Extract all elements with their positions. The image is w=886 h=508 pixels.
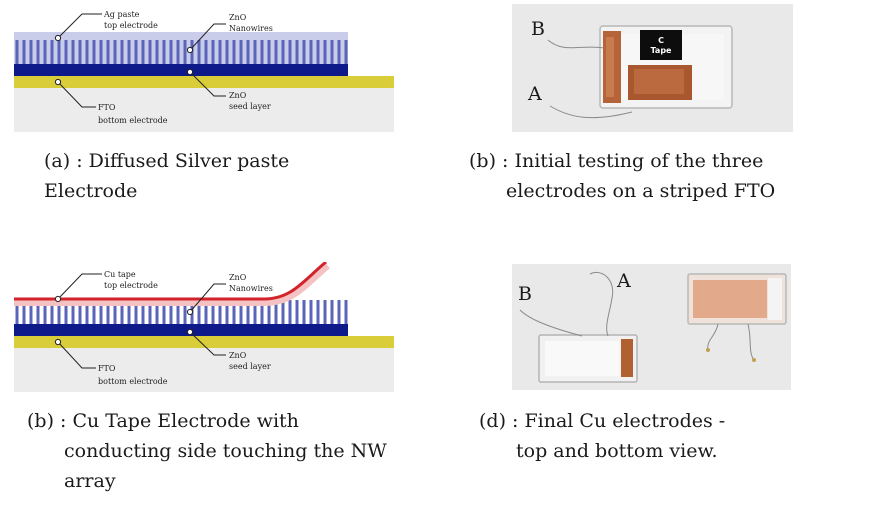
tape-c (640, 30, 682, 60)
label-nanowires: Nanowires (229, 284, 273, 293)
label-seed-zno: ZnO (229, 91, 247, 100)
caption-a: (a) : Diffused Silver paste Electrode (44, 146, 289, 206)
label-top-electrode: top electrode (104, 21, 158, 30)
fto-layer (14, 76, 394, 88)
cu-tape (14, 262, 327, 301)
substrate (14, 86, 394, 132)
panel-a-schematic: Ag paste top electrode ZnO Nanowires ZnO… (14, 10, 394, 132)
caption-d-line1: (d) : Final Cu electrodes - (479, 410, 726, 432)
caption-b-line2: electrodes on a striped FTO (506, 180, 776, 202)
caption-c-line1: (b) : Cu Tape Electrode with (27, 410, 299, 432)
caption-d-line2: top and bottom view. (516, 440, 718, 462)
label-cu-tape: Cu tape (104, 270, 136, 279)
label-bottom-electrode: bottom electrode (98, 377, 168, 386)
caption-a-line1: (a) : Diffused Silver paste (44, 150, 290, 172)
label-fto: FTO (98, 364, 116, 373)
copper-film (693, 280, 767, 318)
seed-layer (14, 64, 348, 76)
label-ag-paste: Ag paste (103, 10, 140, 19)
caption-b: (b) : Initial testing of the three elect… (469, 146, 775, 206)
label-top-electrode: top electrode (104, 281, 158, 290)
label-zno: ZnO (229, 273, 247, 282)
caption-c: (b) : Cu Tape Electrode with conducting … (27, 406, 387, 496)
nanowire-array (14, 40, 348, 66)
label-seed-layer: seed layer (229, 102, 271, 111)
label-fto: FTO (98, 103, 116, 112)
label-bottom-electrode: bottom electrode (98, 116, 168, 125)
caption-d: (d) : Final Cu electrodes - top and bott… (479, 406, 725, 466)
fto-layer (14, 336, 394, 348)
photo-b-letter-a: A (527, 83, 542, 105)
photo-d-letter-b: B (518, 283, 532, 305)
seed-layer (14, 324, 348, 336)
caption-c-line3: array (64, 470, 116, 492)
label-nanowires: Nanowires (229, 24, 273, 33)
caption-a-line2: Electrode (44, 180, 138, 202)
caption-b-line1: (b) : Initial testing of the three (469, 150, 764, 172)
panel-c-schematic: Cu tape top electrode ZnO Nanowires ZnO … (14, 262, 394, 392)
tape-c-letter: C (658, 36, 664, 45)
photo-d-letter-a: A (616, 270, 631, 292)
panel-d-photo: B A (512, 264, 791, 390)
photo-b-letter-b: B (531, 18, 545, 40)
label-zno: ZnO (229, 13, 247, 22)
label-seed-zno: ZnO (229, 351, 247, 360)
copper-strip (621, 339, 633, 377)
label-seed-layer: seed layer (229, 362, 271, 371)
caption-c-line2: conducting side touching the NW (64, 440, 387, 462)
panel-b-photo: C Tape B A (512, 4, 793, 132)
substrate (14, 346, 394, 392)
tape-c-word: Tape (651, 46, 673, 55)
